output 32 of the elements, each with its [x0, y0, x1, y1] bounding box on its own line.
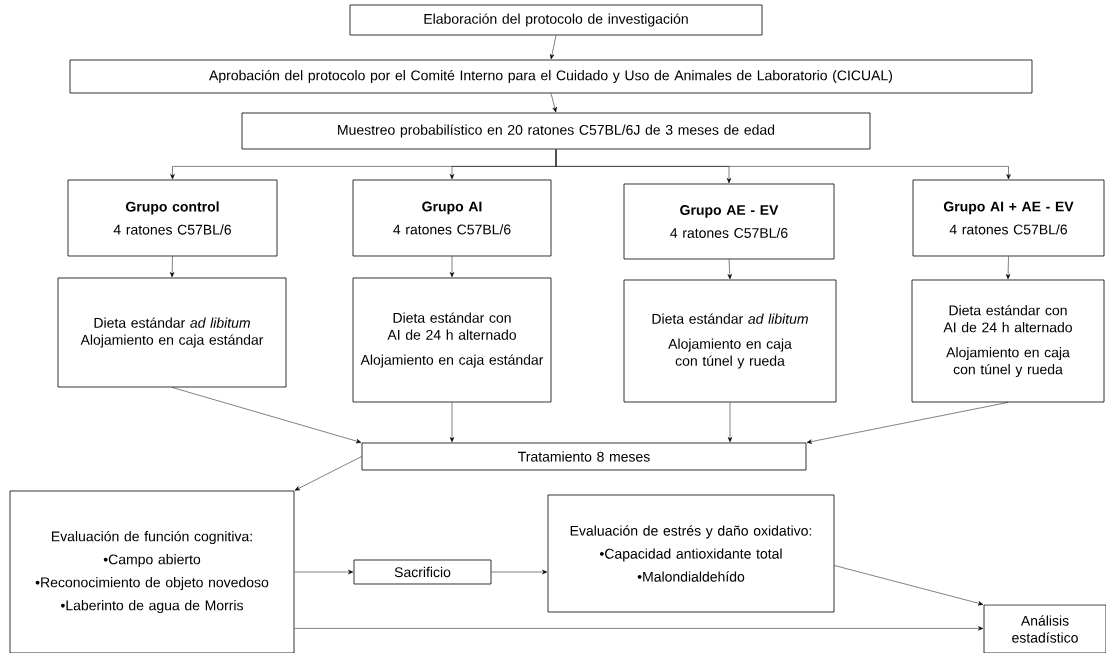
arrow: [1005, 256, 1011, 280]
process-box: Aprobación del protocolo por el Comité Interno para el Cuidado y Uso de Animales de Laboratorio (CICUAL): [69, 59, 1033, 94]
process-box: Dieta estándar ad libitum Alojamiento en caja con túnel y rueda: [623, 279, 837, 403]
process-box: Dieta estándar con AI de 24 h alternado Alojamiento en caja estándar: [352, 277, 552, 403]
arrow: [449, 402, 455, 443]
arrow: [294, 456, 362, 491]
arrow: [169, 256, 175, 278]
group-box: Grupo AI + AE - EV 4 ratones C57BL/6: [912, 179, 1105, 257]
process-box: Dieta estándar con AI de 24 h alternado Alojamiento en caja con túnel y rueda: [911, 279, 1105, 403]
process-box: Evaluación de función cognitiva: •Campo abierto •Reconocimiento de objeto novedoso •Laberinto de agua de Morris: [9, 490, 295, 653]
process-box: Elaboración del protocolo de investigación: [349, 4, 763, 36]
group-box: Grupo control 4 ratones C57BL/6: [67, 179, 278, 257]
arrow: [555, 149, 1011, 180]
process-box: Tratamiento 8 meses: [361, 442, 807, 471]
process-box: Análisis estadístico: [983, 604, 1106, 653]
arrow: [727, 402, 733, 443]
process-box: Dieta estándar ad libitum Alojamiento en caja estándar: [57, 277, 287, 388]
arrow: [294, 626, 984, 631]
arrow: [727, 259, 732, 280]
arrow: [491, 569, 548, 575]
process-box: Muestreo probabilístico en 20 ratones C57BL/6J de 3 meses de edad: [241, 112, 871, 150]
arrow: [549, 35, 557, 60]
process-box: Sacrificio: [353, 559, 492, 585]
arrow: [294, 569, 354, 575]
group-box: Grupo AE - EV 4 ratones C57BL/6: [623, 183, 835, 260]
arrow: [806, 402, 1009, 444]
arrow: [834, 565, 984, 606]
group-box: Grupo AI 4 ratones C57BL/6: [352, 179, 552, 257]
arrow: [171, 387, 362, 444]
arrow: [550, 93, 557, 113]
process-box: Evaluación de estrés y daño oxidativo: •Capacidad antioxidante total •Malondialdehído: [547, 494, 835, 613]
arrow: [449, 256, 455, 278]
